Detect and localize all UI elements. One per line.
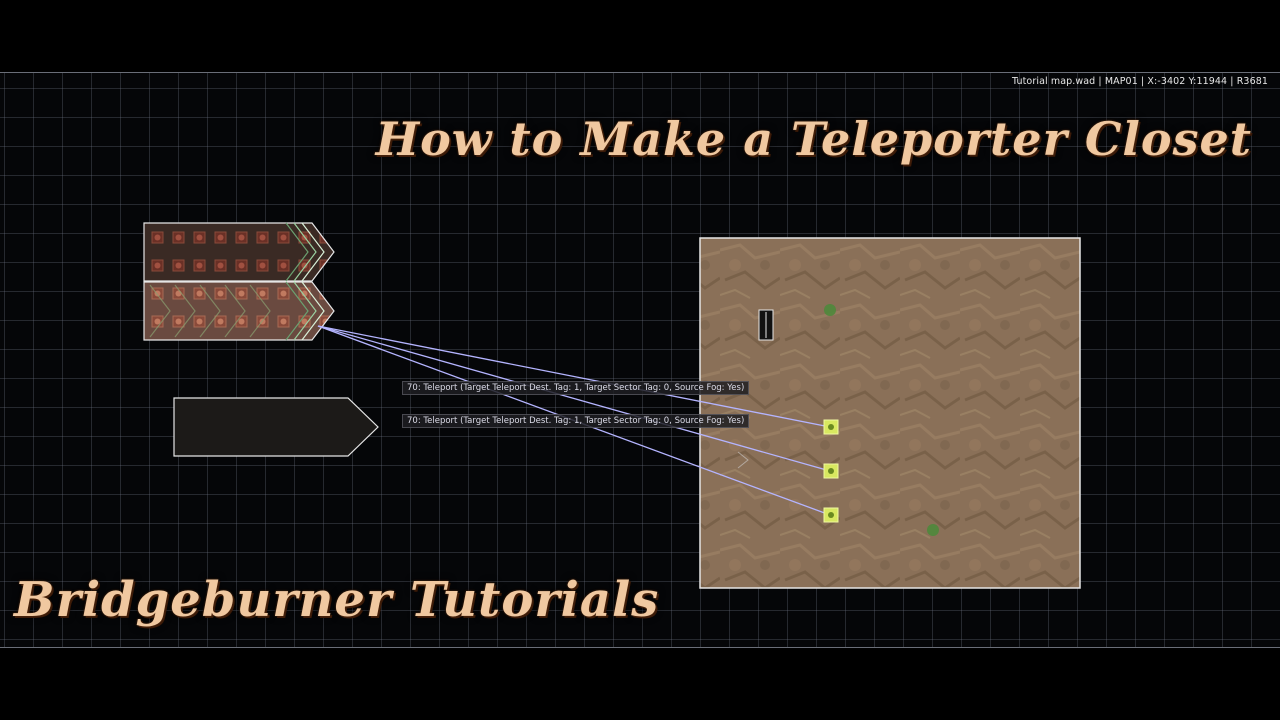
teleport-linedefs[interactable] — [149, 222, 325, 341]
thing-arrow — [737, 451, 749, 469]
player-start-thing — [824, 304, 836, 316]
arrow-sector[interactable] — [173, 397, 379, 457]
action-label-1: 70: Teleport (Target Teleport Dest. Tag:… — [402, 381, 750, 395]
room-things[interactable] — [737, 304, 939, 536]
channel-brand: Bridgeburner Tutorials — [14, 572, 660, 628]
action-label-2: 70: Teleport (Target Teleport Dest. Tag:… — [402, 414, 750, 428]
letterbox-top — [0, 0, 1280, 72]
monster-thing — [927, 524, 939, 536]
room-sector[interactable] — [699, 237, 1081, 589]
closet-sector-bottom[interactable] — [143, 281, 335, 341]
closet-sector-top[interactable] — [143, 222, 335, 282]
video-title: How to Make a Teleporter Closet — [375, 112, 1252, 166]
status-bar: Tutorial map.wad | MAP01 | X:-3402 Y:119… — [1012, 76, 1268, 87]
teleport-destination-things[interactable] — [823, 419, 839, 523]
